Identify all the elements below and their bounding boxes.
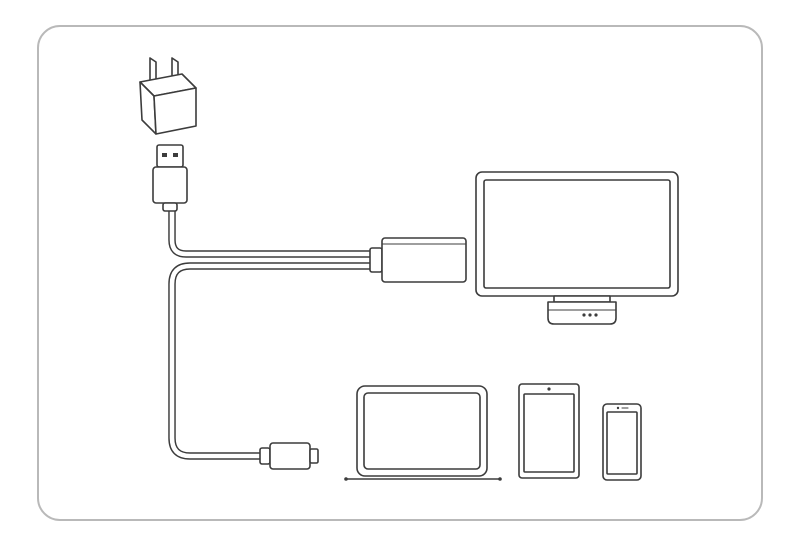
y-cable [168,206,376,460]
laptop-icon [344,385,502,481]
lightning-connector-icon [259,442,319,470]
hdmi-connector-icon [369,237,467,283]
monitor-icon [475,171,679,325]
usb-a-plug-icon [152,144,188,212]
smartphone-icon [602,403,642,481]
tablet-icon [518,383,580,479]
wall-plug-adapter-icon [139,57,197,135]
